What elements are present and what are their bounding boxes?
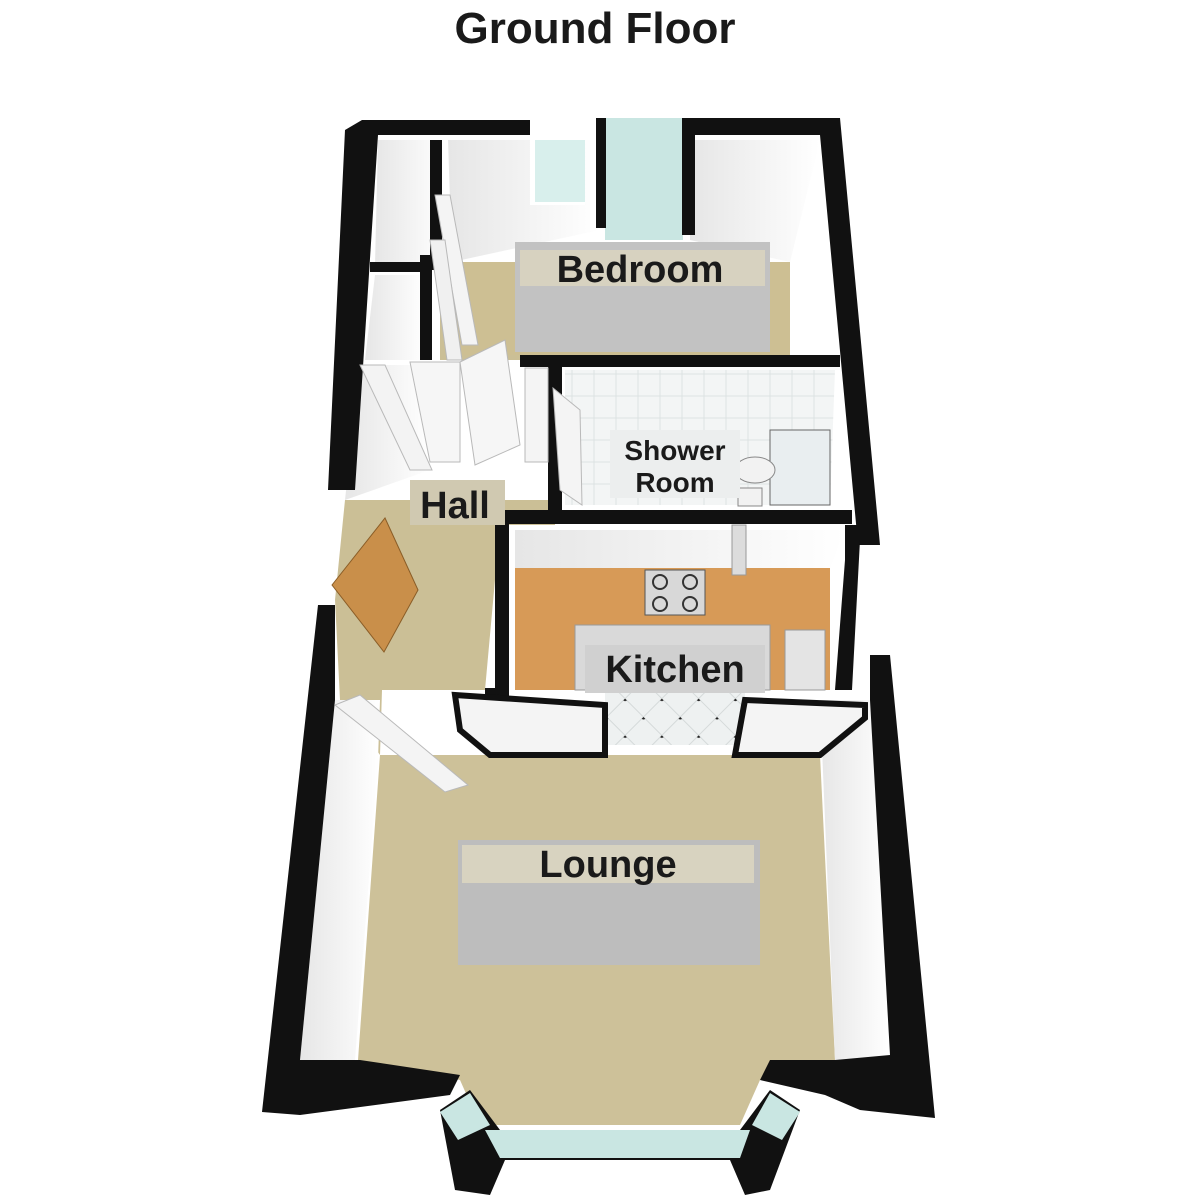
basin-icon <box>737 487 763 507</box>
doors <box>331 194 583 793</box>
bedroom-door <box>409 361 461 463</box>
sink-icon <box>784 629 826 691</box>
shower-door-2 <box>552 386 583 506</box>
lounge-door <box>334 694 470 793</box>
lounge-wall-left-stub <box>451 691 608 758</box>
label-bands <box>410 242 770 965</box>
lounge-label: Lounge <box>539 844 676 886</box>
floor-title: Ground Floor <box>454 4 736 53</box>
hall-door-1 <box>359 364 433 471</box>
shower-fittings <box>734 429 831 507</box>
kitchen-label: Kitchen <box>605 649 744 691</box>
front-door <box>331 517 419 653</box>
bedroom-door-2 <box>459 339 521 466</box>
shower-enclosure-icon <box>769 429 831 506</box>
hall-label: Hall <box>420 485 490 527</box>
bay-window <box>485 1130 750 1158</box>
bay-window-right <box>752 1093 800 1140</box>
window-top <box>605 118 683 240</box>
bay-window-left <box>440 1093 490 1140</box>
toilet-icon <box>734 456 776 484</box>
kitchen-tile-floor <box>605 690 745 745</box>
window-top-sill <box>535 140 585 202</box>
fridge-icon <box>731 524 747 576</box>
shower-room-label-line1: Shower <box>624 435 725 466</box>
bedroom-label: Bedroom <box>557 249 724 291</box>
shower-door <box>524 367 549 463</box>
shower-room-label-line2: Room <box>635 467 714 498</box>
wall-faces <box>300 140 890 1060</box>
lounge-wall-right-stub <box>731 696 868 758</box>
closet-door-2 <box>429 239 463 361</box>
